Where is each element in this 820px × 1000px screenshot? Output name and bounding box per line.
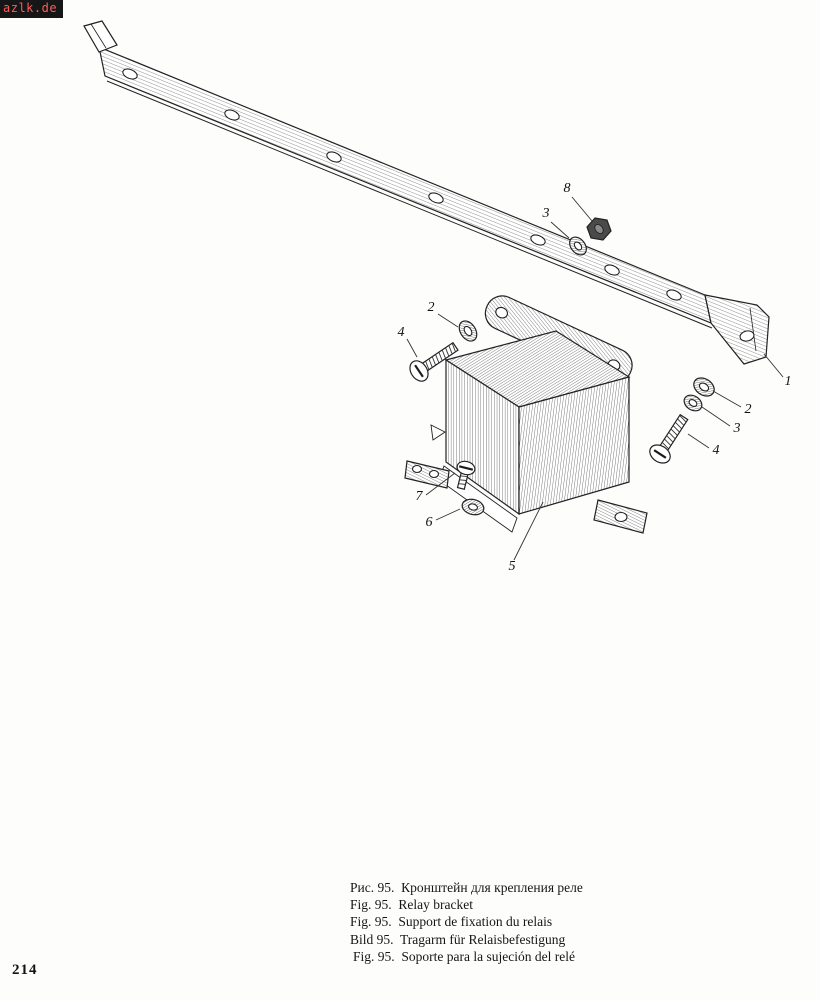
strip-hole bbox=[224, 109, 240, 121]
callout-4-right: 4 bbox=[713, 443, 720, 458]
caption-de: Bild 95. Tragarm für Relaisbefestigung bbox=[350, 931, 566, 947]
strip-right-flange bbox=[704, 294, 770, 365]
figure-captions: Рис. 95. Кронштейн для крепления реле Fi… bbox=[350, 879, 583, 965]
callout-2-right: 2 bbox=[745, 402, 752, 417]
callout-2-left: 2 bbox=[428, 300, 435, 315]
caption-fr: Fig. 95. Support de fixation du relais bbox=[350, 914, 553, 930]
strip-hole bbox=[428, 192, 444, 204]
caption-ru: Рис. 95. Кронштейн для крепления реле bbox=[350, 880, 583, 895]
washer-6 bbox=[461, 498, 485, 516]
bracket-strip bbox=[83, 20, 770, 365]
callout-4-left: 4 bbox=[398, 325, 405, 340]
strip-hole bbox=[604, 264, 620, 276]
screw-7 bbox=[456, 460, 476, 490]
strip-hole bbox=[326, 151, 342, 163]
callout-3-right: 3 bbox=[733, 421, 741, 436]
callout-7: 7 bbox=[416, 489, 424, 504]
caption-es: Fig. 95. Soporte para la sujeción del re… bbox=[353, 948, 575, 964]
flange-hole bbox=[739, 330, 755, 342]
strip-hole bbox=[122, 68, 138, 80]
strip-hole bbox=[530, 234, 546, 246]
page-number: 214 bbox=[12, 962, 38, 978]
washer-2-right bbox=[693, 377, 715, 397]
relay-box-right-face bbox=[518, 376, 630, 515]
washer-3-right bbox=[683, 394, 703, 412]
callout-6: 6 bbox=[426, 515, 433, 530]
washer-3-top bbox=[569, 236, 587, 256]
callout-3-top: 3 bbox=[542, 206, 550, 221]
relay-box-left-ear bbox=[404, 460, 450, 489]
relay-box-right-ear bbox=[593, 499, 648, 534]
strip-left-flange bbox=[83, 20, 118, 53]
leader-lines bbox=[406, 196, 784, 561]
strip-hole bbox=[666, 289, 682, 301]
callout-1: 1 bbox=[785, 374, 792, 389]
callout-5: 5 bbox=[509, 559, 516, 574]
caption-en: Fig. 95. Relay bracket bbox=[350, 897, 473, 913]
washer-2-left bbox=[458, 320, 478, 342]
plate-hole bbox=[495, 306, 509, 319]
screw-4-left bbox=[409, 341, 459, 382]
screw-4-right bbox=[649, 413, 689, 464]
relay-box-side-tab bbox=[430, 424, 446, 441]
callout-8: 8 bbox=[564, 181, 571, 196]
callout-labels: 8 3 2 4 1 2 3 4 7 6 5 bbox=[398, 181, 792, 574]
watermark-azlk: azlk.de bbox=[0, 0, 64, 18]
nut-8 bbox=[586, 217, 612, 241]
